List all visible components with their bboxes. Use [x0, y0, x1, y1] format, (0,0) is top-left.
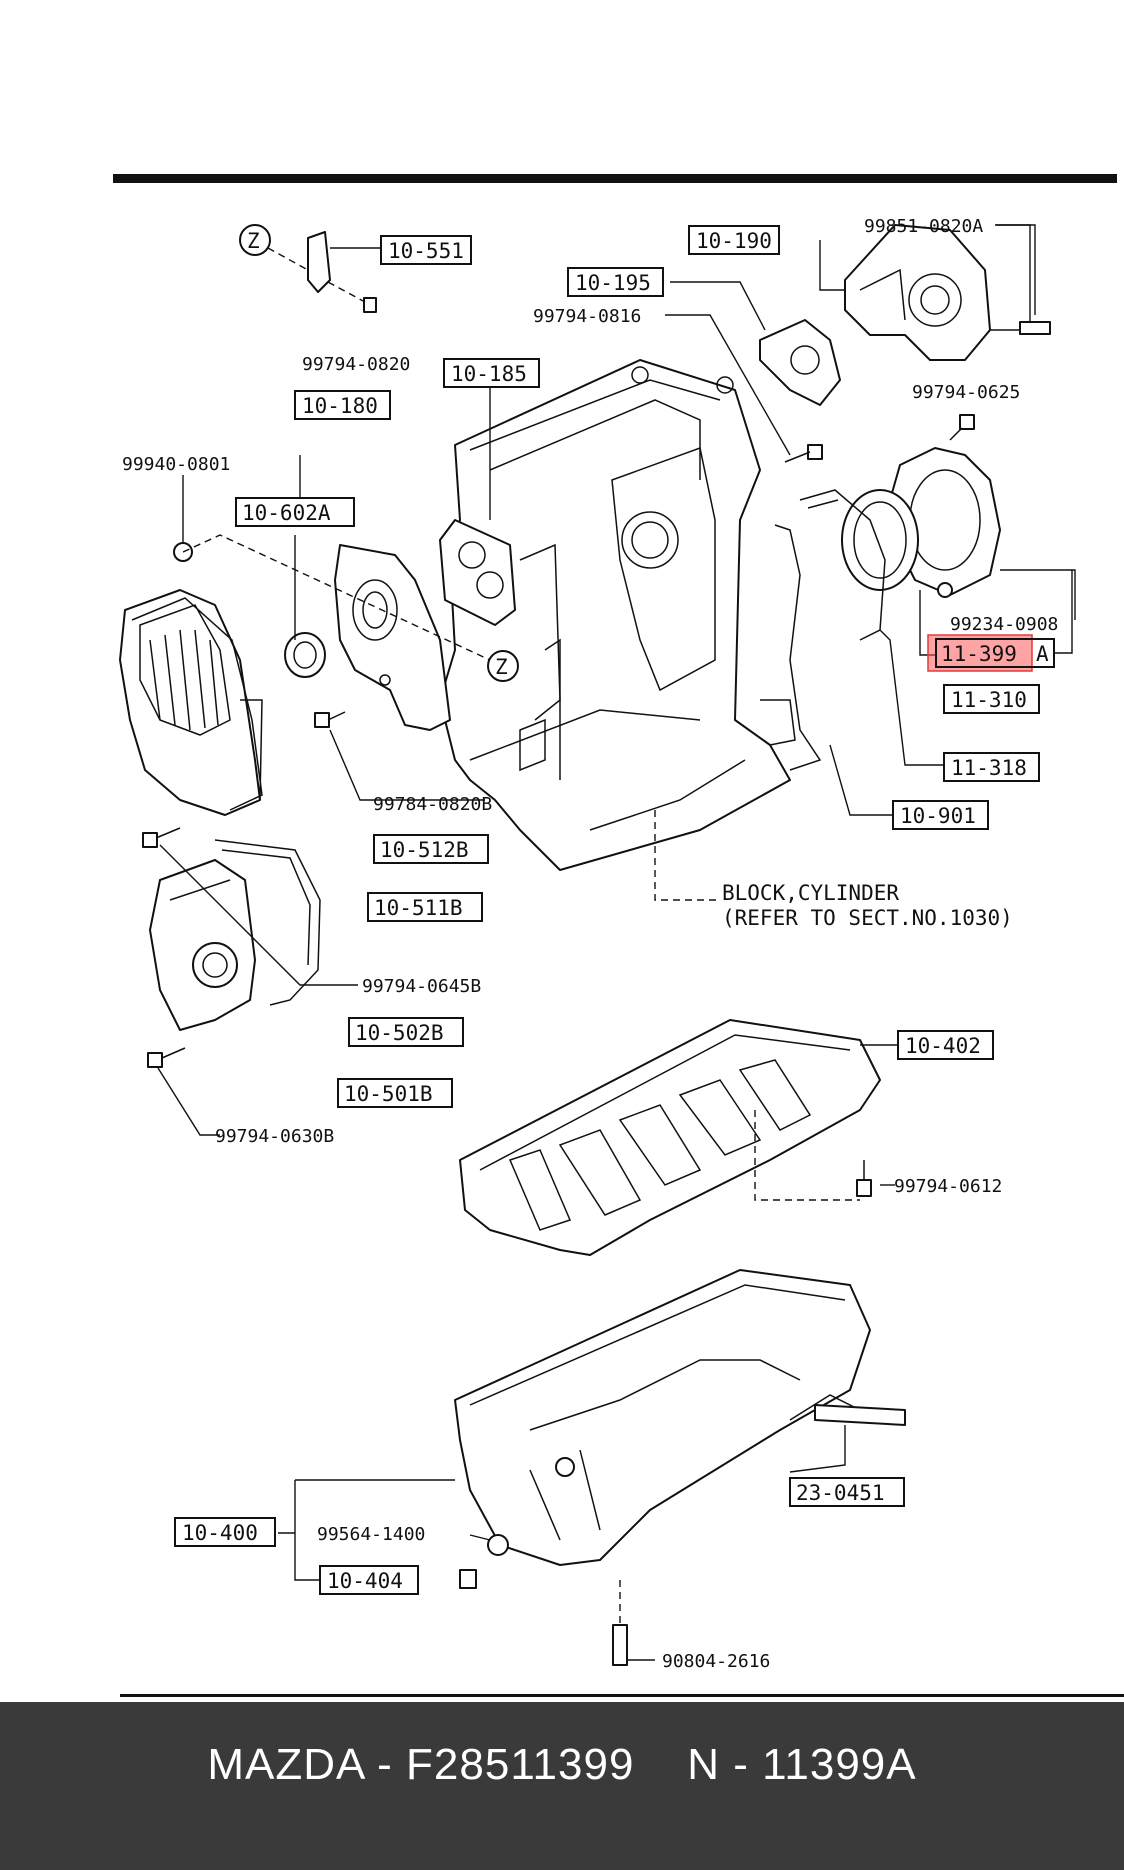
part-11-310-rear-cover: [889, 447, 1076, 620]
box-10-512b: [373, 834, 489, 864]
footer-bar: MAZDA - F28511399 N - 11399A: [0, 1702, 1124, 1870]
part-99564-1400-washer: [487, 1534, 509, 1556]
z-marker-1-label: Z: [247, 229, 260, 253]
label-10-502b: 10-502B: [355, 1021, 444, 1045]
label-11-399: 11-399: [941, 642, 1017, 666]
label-block-cylinder: BLOCK,CYLINDER: [722, 881, 899, 905]
top-rule: [113, 174, 1117, 183]
part-10-512b-upper-cover: [119, 589, 263, 816]
label-99794-0816: 99794-0816: [533, 306, 641, 327]
label-99851-0820a: 99851-0820A: [864, 216, 983, 237]
z-marker-1: [239, 224, 271, 256]
bolt-99794-0645b: [142, 827, 358, 986]
box-10-602a: [235, 497, 355, 527]
box-10-185: [443, 358, 540, 388]
part-10-901-gasket: [774, 524, 895, 816]
label-23-0451: 23-0451: [796, 1481, 885, 1505]
footer-part-number: MAZDA - F28511399 N - 11399A: [207, 1740, 917, 1789]
part-10-180-front-cover: [334, 544, 451, 731]
part-10-502b-lower-cover: [149, 859, 256, 1031]
box-10-501b: [337, 1078, 453, 1108]
label-99794-0625: 99794-0625: [912, 382, 1020, 403]
part-11-318-gasket: [799, 489, 945, 766]
cylinder-block: [439, 359, 796, 901]
label-99564-1400: 99564-1400: [317, 1524, 425, 1545]
label-10-402: 10-402: [905, 1034, 981, 1058]
part-10-185: [439, 375, 516, 626]
part-10-511b-gasket: [131, 597, 263, 811]
label-90804-2616: 90804-2616: [662, 1651, 770, 1672]
bolt-99794-0612: [856, 1160, 895, 1197]
box-10-195: [567, 267, 664, 297]
bolt-99794-0630b: [147, 1047, 220, 1136]
bolt-99940-0801: [173, 475, 193, 562]
label-99784-0820b: 99784-0820B: [373, 794, 492, 815]
label-10-551: 10-551: [388, 239, 464, 263]
label-11-310: 11-310: [951, 688, 1027, 712]
part-10-501b-gasket: [214, 839, 321, 1006]
bolt-99794-0816: [665, 314, 823, 463]
bolt-90804-2616: [612, 1580, 655, 1666]
box-10-180: [294, 390, 391, 420]
label-10-190: 10-190: [696, 229, 772, 253]
label-10-185: 10-185: [451, 362, 527, 386]
label-99794-0645b: 99794-0645B: [362, 976, 481, 997]
part-10-195-gasket: [670, 281, 841, 406]
box-11-310: [943, 684, 1040, 714]
label-10-404: 10-404: [327, 1569, 403, 1593]
label-10-901: 10-901: [900, 804, 976, 828]
bolt-99784-0820b: [314, 711, 485, 801]
part-10-551-bracket: [267, 231, 380, 313]
parts-diagram: Z Z 10-551 10-190 10-195 10-185 10-180 1…: [113, 174, 1124, 1697]
leader-99564-1400: [469, 1534, 491, 1541]
label-10-501b: 10-501B: [344, 1082, 433, 1106]
box-10-400: [174, 1517, 276, 1547]
box-10-404: [319, 1565, 419, 1595]
label-10-511b: 10-511B: [374, 896, 463, 920]
label-99234-0908: 99234-0908: [950, 614, 1058, 635]
box-10-551: [380, 235, 472, 265]
box-23-0451: [789, 1477, 905, 1507]
label-11-399-suffix: A: [1036, 642, 1049, 666]
label-11-318: 11-318: [951, 756, 1027, 780]
label-10-195: 10-195: [575, 271, 651, 295]
label-10-180: 10-180: [302, 394, 378, 418]
z-marker-2-label: Z: [495, 655, 508, 679]
label-99940-0801: 99940-0801: [122, 454, 230, 475]
box-10-511b: [367, 892, 483, 922]
label-10-602a: 10-602A: [242, 501, 331, 525]
box-10-502b: [348, 1017, 464, 1047]
part-10-190-water-pump: [819, 224, 1040, 361]
box-10-402: [897, 1030, 994, 1060]
highlight-11-399: [927, 634, 1033, 672]
label-99794-0820: 99794-0820: [302, 354, 410, 375]
stud-99851-0820a: [1019, 321, 1051, 335]
box-10-190: [688, 225, 780, 255]
label-block-refer: (REFER TO SECT.NO.1030): [722, 906, 1013, 930]
part-23-0451: [789, 1404, 906, 1473]
bolt-99794-0625: [949, 414, 975, 441]
box-11-318: [943, 752, 1040, 782]
label-99794-0630b: 99794-0630B: [215, 1126, 334, 1147]
part-10-602a-seal: [284, 455, 326, 678]
label-10-512b: 10-512B: [380, 838, 469, 862]
box-10-901: [892, 800, 989, 830]
part-10-404-plug: [459, 1569, 477, 1589]
label-99794-0612: 99794-0612: [894, 1176, 1002, 1197]
leader-99851-0820a: [996, 224, 1031, 322]
label-10-400: 10-400: [182, 1521, 258, 1545]
dashed-line-z: [182, 534, 491, 661]
z-marker-2: [487, 650, 519, 682]
part-10-402-baffle: [459, 1019, 900, 1256]
leader-11-399-bracket: [1054, 570, 1073, 654]
bottom-rule: [120, 1694, 1124, 1697]
